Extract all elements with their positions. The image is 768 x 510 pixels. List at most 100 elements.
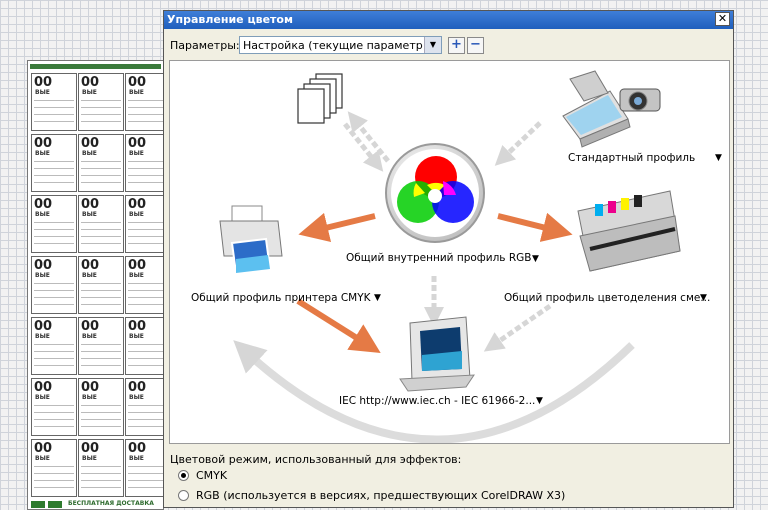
chevron-down-icon[interactable]: ▼ [424,37,441,53]
document-cell-text: ВЫЕ [82,455,97,462]
document-cell-number: 00 [128,380,147,395]
document-cell-number: 00 [34,258,53,273]
document-cell-number: 00 [81,258,100,273]
rgb-radio-label[interactable]: RGB (используется в версиях, предшествую… [196,489,566,502]
add-preset-button[interactable]: + [448,37,465,54]
orange-arrows [296,212,573,353]
printer-icon [219,205,283,275]
document-cell-number: 00 [81,136,100,151]
params-label: Параметры: [170,39,240,52]
titlebar: Управление цветом ✕ [164,11,733,29]
effects-mode-label: Цветовой режим, использованный для эффек… [170,453,462,466]
document-cell-text: ВЫЕ [35,272,50,279]
standard-profile-label: Стандартный профиль [568,152,696,164]
dialog-title: Управление цветом [167,13,293,26]
monitor-profile-dropdown-icon[interactable]: ▼ [536,396,543,406]
document-footer-text: БЕСПЛАТНАЯ ДОСТАВКА [68,500,154,507]
document-cell-number: 00 [34,441,53,456]
document-cell-number: 00 [81,197,100,212]
document-cell-number: 00 [128,136,147,151]
document-cell-number: 00 [81,441,100,456]
document-cell-number: 00 [128,258,147,273]
document-header-strip [30,64,161,69]
return-arc [233,340,635,443]
documents-icon [297,73,343,124]
document-cell-text: ВЫЕ [129,333,144,340]
document-cell-text: ВЫЕ [129,89,144,96]
document-cell-number: 00 [34,197,53,212]
standard-profile-dropdown-icon[interactable]: ▼ [715,153,722,163]
document-footer: БЕСПЛАТНАЯ ДОСТАВКА [28,500,163,509]
document-cell-text: ВЫЕ [82,150,97,157]
cmyk-radio-label[interactable]: CMYK [196,469,228,482]
color-management-dialog: Управление цветом ✕ Параметры: Настройка… [163,10,734,508]
document-cell-number: 00 [128,197,147,212]
diagram-graphics [219,70,681,443]
printing-press-icon [577,190,681,272]
internal-rgb-dropdown-icon[interactable]: ▼ [532,254,539,264]
scanner-camera-icon [562,70,661,148]
document-cell-text: ВЫЕ [82,333,97,340]
document-cell-number: 00 [34,75,53,90]
document-cell-text: ВЫЕ [35,89,50,96]
document-cell-number: 00 [128,441,147,456]
color-flow-diagram: Стандартный профиль ▼ Общий внутренний п… [169,60,730,444]
document-cell-text: ВЫЕ [35,150,50,157]
document-cell-text: ВЫЕ [82,272,97,279]
remove-preset-button[interactable]: − [467,37,484,54]
document-cell-text: ВЫЕ [82,394,97,401]
document-cell-text: ВЫЕ [129,272,144,279]
document-cell-number: 00 [81,75,100,90]
document-cell-text: ВЫЕ [129,394,144,401]
printer-cmyk-label: Общий профиль принтера CMYK [191,292,371,304]
gray-arrows [343,111,552,352]
document-cell-text: ВЫЕ [129,455,144,462]
document-cell-text: ВЫЕ [35,455,50,462]
separation-profile-label: Общий профиль цветоделения сме... [504,292,711,304]
document-cell-text: ВЫЕ [35,333,50,340]
internal-rgb-label: Общий внутренний профиль RGB [346,252,532,264]
document-cell-text: ВЫЕ [82,89,97,96]
document-cell-text: ВЫЕ [129,150,144,157]
monitor-icon [399,316,475,392]
document-cell-number: 00 [34,380,53,395]
rgb-radio[interactable] [178,490,189,501]
document-cell-number: 00 [128,75,147,90]
document-cell-text: ВЫЕ [82,211,97,218]
params-select[interactable]: Настройка (текущие параметры ... ▼ [239,36,442,54]
document-cell-text: ВЫЕ [129,211,144,218]
rgb-color-wheel-icon [385,143,485,243]
document-cell-number: 00 [34,319,53,334]
printer-cmyk-dropdown-icon[interactable]: ▼ [374,293,381,303]
document-cell-text: ВЫЕ [35,394,50,401]
separation-profile-dropdown-icon[interactable]: ▼ [700,293,707,303]
cmyk-radio[interactable] [178,470,189,481]
params-select-value: Настройка (текущие параметры ... [243,39,423,52]
document-cell-number: 00 [34,136,53,151]
document-cell-number: 00 [128,319,147,334]
document-cell-text: ВЫЕ [35,211,50,218]
close-button[interactable]: ✕ [715,12,730,26]
document-cell-number: 00 [81,319,100,334]
document-cell-number: 00 [81,380,100,395]
